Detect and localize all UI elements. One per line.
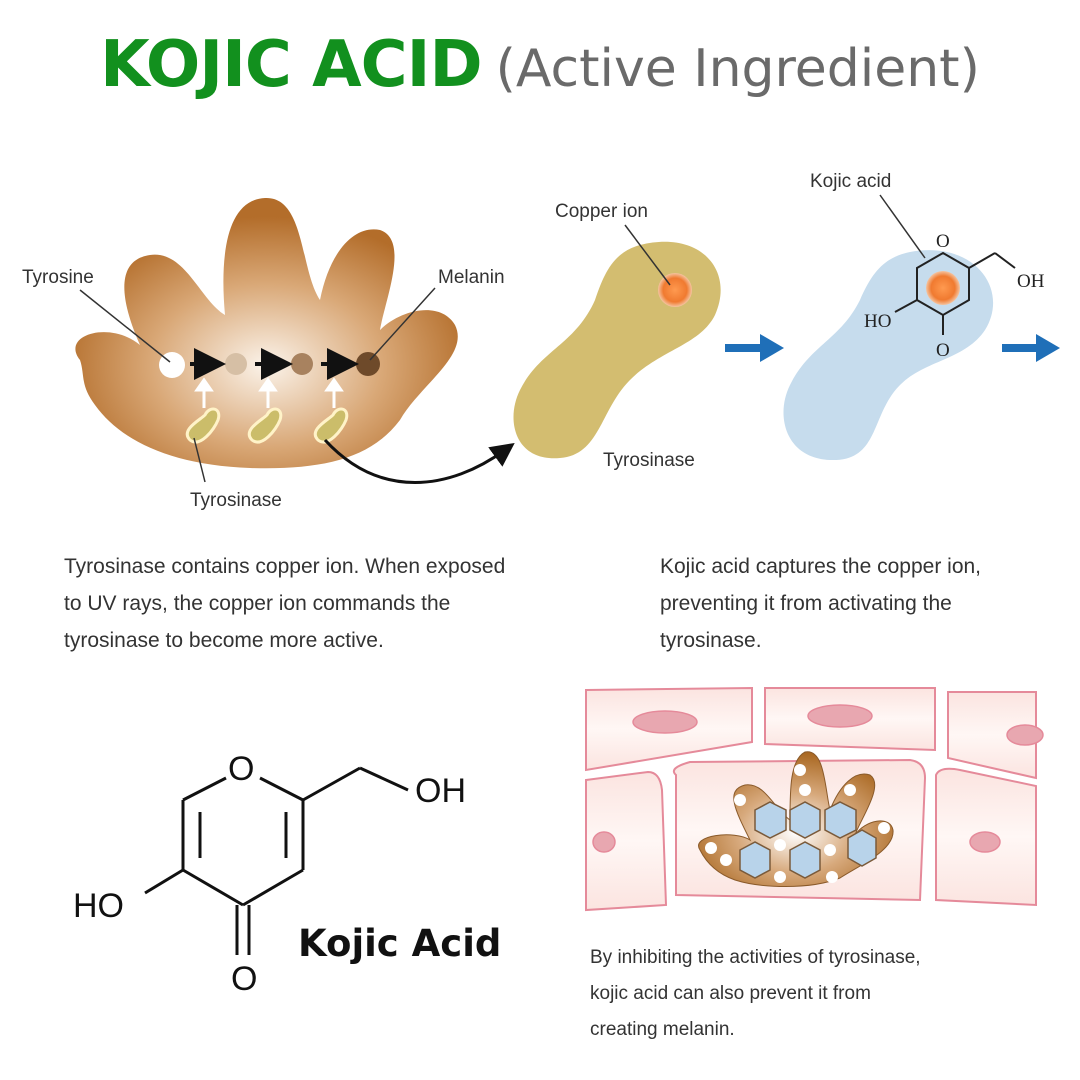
label-tyrosine: Tyrosine: [22, 267, 94, 288]
structure-o-keto: O: [231, 960, 257, 998]
intermediate-molecule-1: [225, 353, 247, 375]
blue-arrow-2: [1002, 334, 1060, 362]
title-sub: (Active Ingredient): [495, 39, 980, 99]
tyrosinase-small-icons: [185, 407, 349, 444]
kojic-molecule-small: O OH HO O: [864, 231, 1045, 361]
page-title: KOJIC ACID(Active Ingredient): [0, 28, 1080, 102]
label-copper-ion: Copper ion: [555, 201, 648, 222]
caption-left-line: tyrosinase to become more active.: [64, 629, 384, 652]
copper-ion: [658, 273, 692, 307]
leader-line-copper: [624, 224, 671, 286]
label-tyrosinase-right: Tyrosinase: [603, 450, 695, 471]
skin-cells-illustration: [582, 685, 1044, 915]
structure-oh: OH: [415, 772, 466, 810]
mol-o-bottom: O: [936, 340, 950, 361]
mol-o-top: O: [936, 231, 950, 252]
tyrosinase-shape: [513, 241, 721, 459]
blue-arrow-1: [725, 334, 784, 362]
caption-left: Tyrosinase contains copper ion. When exp…: [64, 548, 505, 659]
structure-ho: HO: [73, 887, 124, 925]
leader-line-kojic: [879, 194, 926, 259]
activation-arrows: [194, 377, 344, 408]
structure-o-ring: O: [228, 750, 254, 788]
kojic-tyrosinase-shape: [783, 250, 994, 461]
caption-bottom-line: By inhibiting the activities of tyrosina…: [590, 947, 921, 968]
melanocyte-shape: [75, 197, 458, 469]
caption-left-line: to UV rays, the copper ion commands the: [64, 592, 451, 615]
caption-bottom: By inhibiting the activities of tyrosina…: [590, 940, 921, 1048]
caption-left-line: Tyrosinase contains copper ion. When exp…: [64, 555, 506, 578]
curved-arrow: [323, 438, 515, 484]
caption-bottom-line: kojic acid can also prevent it from: [590, 983, 871, 1004]
leader-lines: [79, 287, 436, 483]
caption-right-line: tyrosinase.: [660, 629, 762, 652]
caption-right-line: preventing it from activating the: [660, 592, 952, 615]
kojic-acid-structure: [144, 766, 409, 955]
caption-right: Kojic acid captures the copper ion, prev…: [660, 548, 981, 659]
caption-right-line: Kojic acid captures the copper ion,: [660, 555, 982, 578]
caption-bottom-line: creating melanin.: [590, 1019, 735, 1040]
melanin-molecule: [356, 352, 380, 376]
label-tyrosinase-left: Tyrosinase: [190, 490, 282, 511]
captured-copper-ion: [926, 271, 960, 305]
intermediate-molecule-2: [291, 353, 313, 375]
structure-name: Kojic Acid: [298, 922, 501, 965]
mol-oh: OH: [1017, 271, 1045, 292]
mol-ho: HO: [864, 311, 891, 332]
title-main: KOJIC ACID: [100, 28, 482, 102]
label-kojic-acid: Kojic acid: [810, 171, 891, 192]
label-melanin: Melanin: [438, 267, 505, 288]
